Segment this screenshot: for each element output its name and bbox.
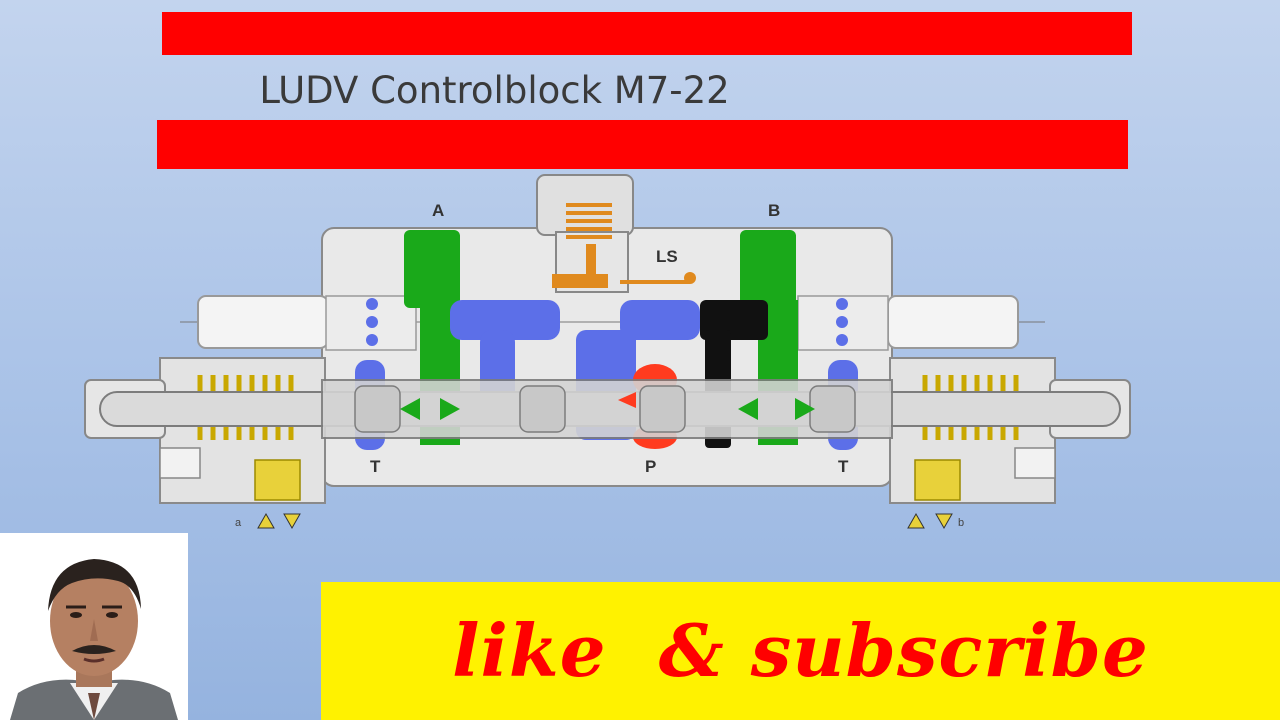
right-flow-arrow-left	[738, 398, 758, 420]
right-check-balls	[836, 298, 848, 346]
top-red-bar	[162, 12, 1132, 55]
tank-left-label: T	[370, 457, 381, 476]
right-spring-housing	[889, 357, 1056, 504]
ls-label: LS	[656, 247, 678, 266]
pilot-b-label: b	[958, 517, 964, 529]
ls-spring	[566, 203, 612, 239]
left-blue-channel	[450, 300, 560, 340]
ls-passage	[552, 274, 608, 288]
presenter-icon	[0, 533, 188, 720]
left-up-triangle	[257, 512, 275, 529]
left-check-balls	[366, 298, 378, 346]
pilot-a-label: a	[235, 517, 242, 529]
left-down-triangle	[283, 513, 301, 530]
right-blue-channel	[620, 300, 700, 340]
left-pilot-port	[254, 459, 301, 501]
bottom-red-bar	[157, 120, 1128, 169]
right-down-triangle	[935, 513, 953, 530]
right-pilot-port	[914, 459, 961, 501]
right-pilot-plug	[887, 295, 1019, 349]
subscribe-banner: like & subscribe	[321, 582, 1280, 720]
pressure-label: P	[645, 457, 656, 476]
left-pilot-plug	[197, 295, 329, 349]
right-up-triangle	[907, 512, 925, 529]
left-flow-arrow-left	[400, 398, 420, 420]
tank-right-label: T	[838, 457, 849, 476]
port-b-label: B	[768, 201, 780, 220]
port-b-channel	[740, 230, 796, 308]
like-subscribe-text: like & subscribe	[452, 608, 1149, 693]
port-a-label: A	[432, 201, 444, 220]
diagram-title: LUDV Controlblock M7-22	[259, 69, 730, 112]
port-a-channel	[404, 230, 460, 308]
presenter-photo	[0, 533, 188, 720]
